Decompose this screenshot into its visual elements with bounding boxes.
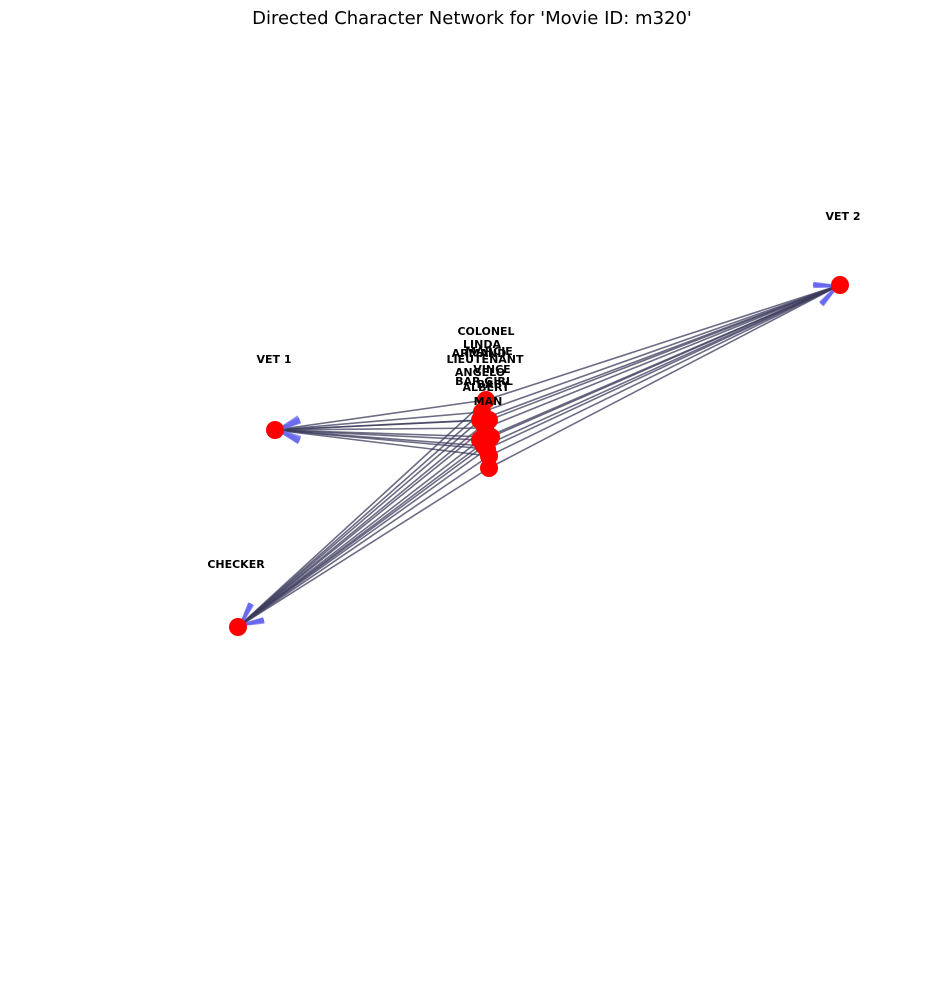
node-label-marcie: MARCIE: [465, 345, 513, 358]
edge-man-to-vet-2: [488, 284, 841, 469]
edge-baby-to-vet-2: [488, 284, 841, 457]
edge-angelo-to-vet-1: [274, 429, 481, 441]
edge-baby-to-checker: [237, 455, 490, 628]
label-layer: VET 2 VET 1 CHECKER COLONELLINDAARMANDMARCI…: [207, 210, 860, 571]
node-label-colonel: COLONEL: [457, 325, 514, 338]
node-label-vet-1: VET 1: [256, 353, 291, 366]
node-label-checker: CHECKER: [207, 558, 265, 571]
node-label-albert: ALBERT: [463, 381, 510, 394]
node-label-lieutenant: LIEUTENANT: [447, 353, 524, 366]
edge-layer: [237, 284, 841, 628]
node-checker: [229, 618, 247, 636]
edge-marcie-to-vet-1: [274, 419, 490, 431]
node-label-vince: VINCE: [473, 363, 510, 376]
edge-colonel-to-vet-2: [485, 284, 841, 401]
node-label-bar-girl: BAR GIRL: [455, 375, 513, 388]
edge-colonel-to-checker: [237, 399, 487, 628]
node-vet-1: [266, 421, 284, 439]
edge-albert-to-vet-2: [486, 284, 841, 450]
edge-albert-to-checker: [237, 448, 488, 628]
edge-man-to-checker: [237, 467, 490, 628]
edge-lieutenant-to-checker: [237, 427, 486, 628]
node-layer: [229, 276, 849, 636]
figure-title: Directed Character Network for 'Movie ID…: [252, 8, 692, 29]
node-label-vet-2: VET 2: [825, 210, 860, 223]
edge-colonel-to-vet-1: [274, 399, 487, 431]
edge-baby-to-vet-1: [274, 429, 490, 457]
node-label-baby: BABY: [477, 378, 511, 391]
edge-linda-to-vet-1: [274, 411, 483, 431]
node-label-armand: ARMAND: [452, 347, 507, 360]
edge-linda-to-vet-2: [481, 284, 841, 413]
edge-angelo-to-checker: [237, 439, 481, 628]
node-man: [480, 459, 498, 477]
edge-albert-to-vet-1: [274, 429, 488, 450]
edge-angelo-to-vet-2: [479, 284, 841, 441]
node-label-angelo: ANGELO: [455, 366, 505, 379]
node-label-linda: LINDA: [463, 338, 501, 351]
node-vet-2: [831, 276, 849, 294]
edge-armand-to-checker: [237, 419, 481, 628]
edge-marcie-to-vet-2: [488, 284, 841, 421]
node-label-man: MAN: [474, 395, 503, 408]
edge-lieutenant-to-vet-2: [484, 284, 841, 429]
edge-lieutenant-to-vet-1: [274, 427, 486, 431]
